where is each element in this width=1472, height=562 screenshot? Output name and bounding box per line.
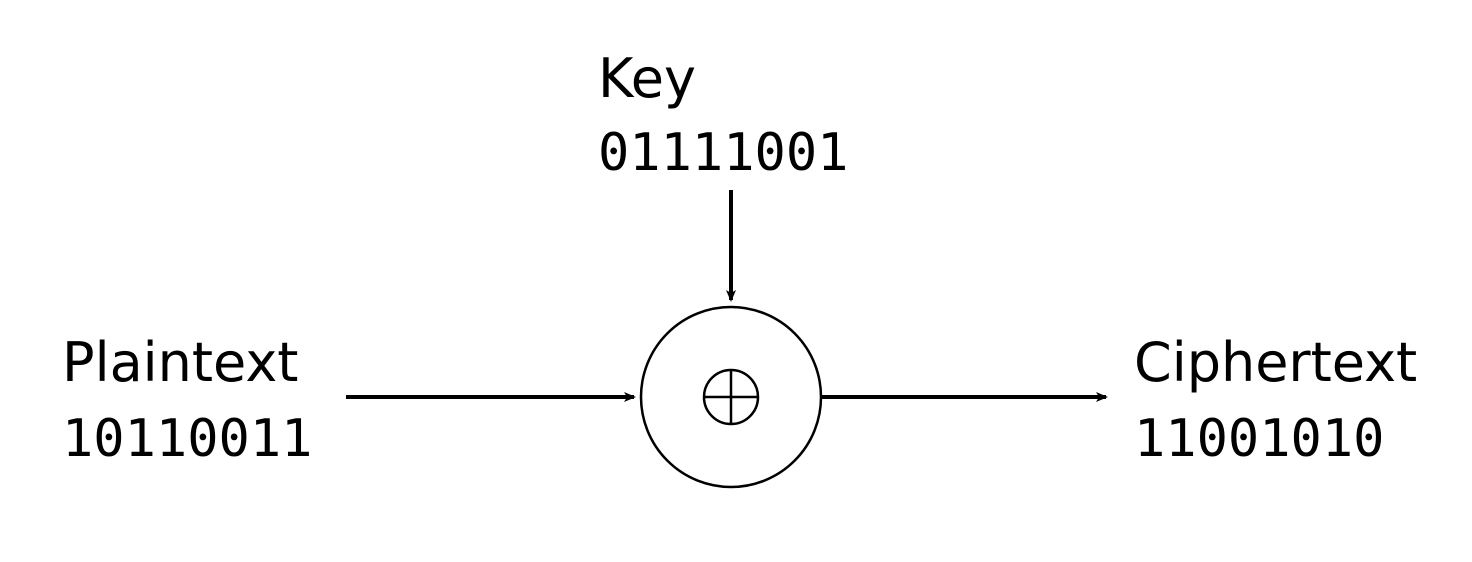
key-group: Key 01111001 [598,47,848,183]
ciphertext-label: Ciphertext [1134,331,1417,394]
key-bits: 01111001 [598,123,848,183]
ciphertext-bits: 11001010 [1134,409,1384,469]
plaintext-bits: 10110011 [62,409,312,469]
xor-icon [702,368,760,426]
plaintext-group: Plaintext 10110011 [62,331,312,469]
xor-node [639,305,823,489]
plaintext-label: Plaintext [62,331,298,394]
ciphertext-group: Ciphertext 11001010 [1134,331,1417,469]
key-label: Key [598,47,696,110]
xor-node-circle [639,305,823,489]
